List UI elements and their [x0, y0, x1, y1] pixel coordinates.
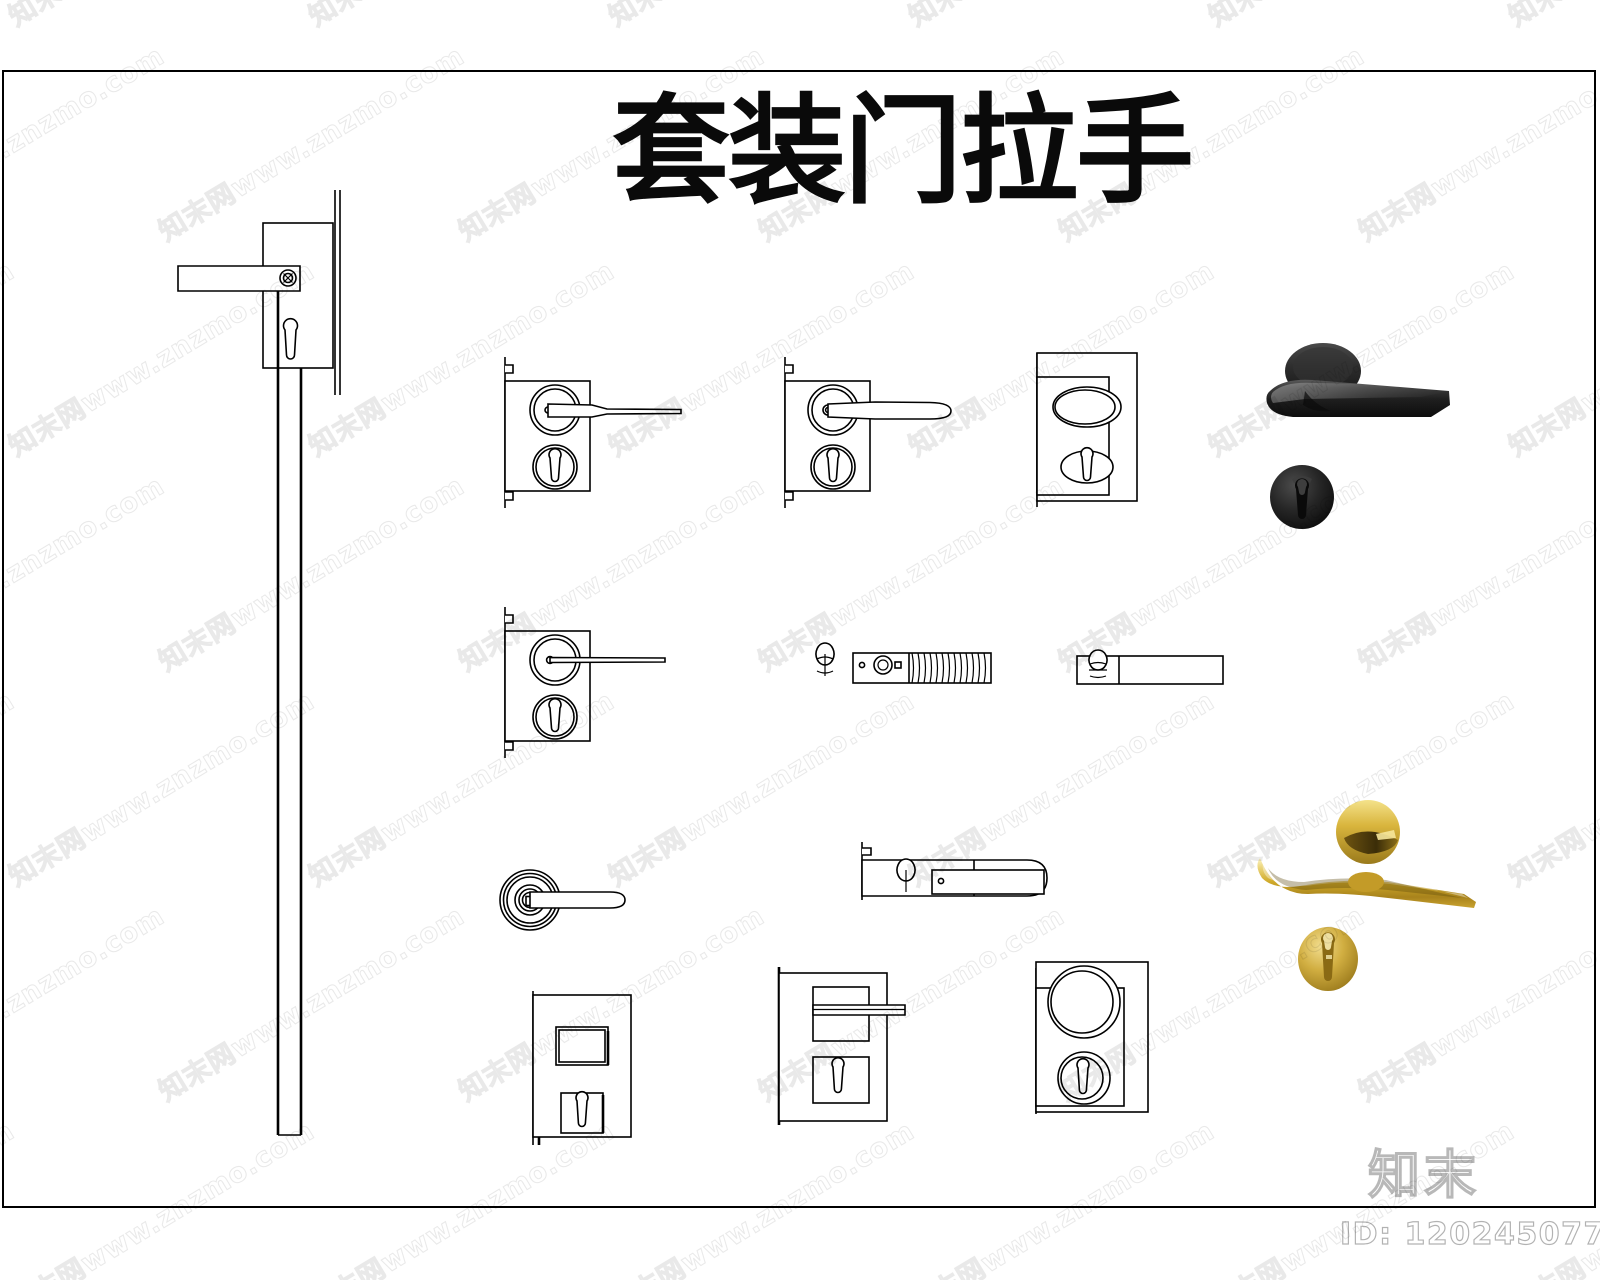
black-lever-handle-photo	[1266, 343, 1450, 417]
drawing-handle-plan-tapered-lever	[784, 357, 952, 508]
drawing-escutcheon-plate-round	[1035, 961, 1149, 1114]
drawing-handle-plan-long-lever-2	[504, 607, 666, 758]
drawing-door-stile-elevation	[177, 190, 341, 1136]
drawing-strike-plate-section	[1076, 649, 1224, 685]
drawing-backplate-lever-section	[777, 967, 906, 1125]
page-title: 套装门拉手	[612, 82, 1194, 220]
drawing-backplate-square-cutouts	[532, 991, 632, 1145]
drawing-handle-plan-long-lever	[504, 357, 682, 508]
gold-lever-handle-photo	[1257, 800, 1476, 908]
resource-id-label: ID: 1202450777	[1339, 1217, 1600, 1252]
site-logo-text: 知末	[1367, 1146, 1481, 1206]
drawing-rosette-handle-plan	[499, 869, 626, 931]
sheet-border	[2, 70, 1596, 1208]
site-logo: 知末	[1367, 1146, 1518, 1206]
drawing-lock-cylinder-section	[815, 642, 992, 684]
gold-keyhole-escutcheon-photo	[1298, 927, 1358, 991]
black-keyhole-escutcheon-photo	[1270, 465, 1334, 529]
drawing-latch-bolt-section	[861, 842, 1048, 900]
drawing-escutcheon-plate-oval	[1036, 352, 1138, 507]
